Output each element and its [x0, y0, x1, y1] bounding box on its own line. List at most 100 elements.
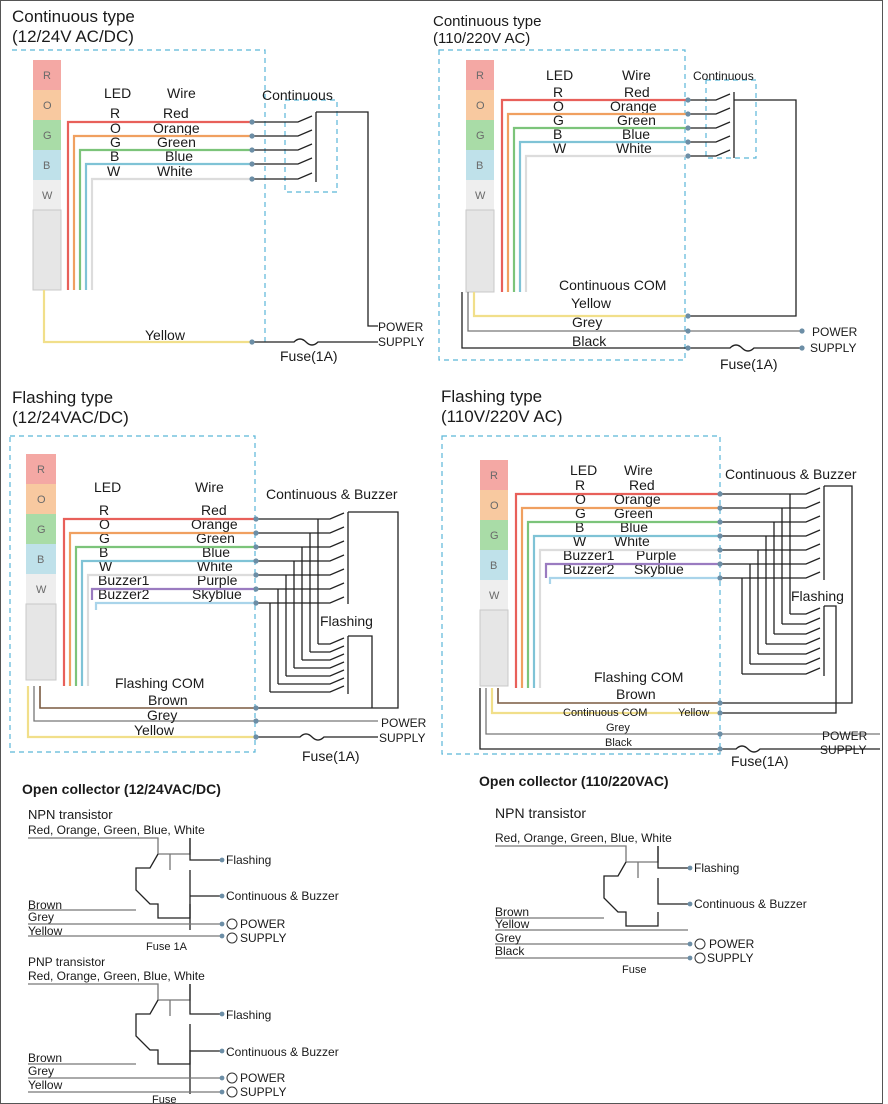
- wire-label: Yellow: [28, 1078, 63, 1092]
- wire-header: Wire: [624, 462, 653, 478]
- panel-continuous-hi: Continuous type (110/220V AC) R O G B W …: [433, 13, 858, 372]
- panel-title-line1: Continuous type: [12, 7, 135, 26]
- power-terminal-icon: [226, 918, 238, 930]
- lamp-label: O: [476, 100, 485, 112]
- tower-base: [479, 609, 509, 687]
- fuse-label: Fuse(1A): [302, 748, 360, 764]
- wire-grey-label: Grey: [572, 314, 602, 330]
- pnp-circuit-lo: PNP transistor Red, Orange, Green, Blue,…: [28, 955, 339, 1104]
- power-terminal-icon: [226, 1072, 238, 1084]
- switch-frame: [705, 79, 757, 159]
- wire-purple: [544, 562, 720, 578]
- led-code: O: [110, 120, 121, 136]
- panel-title-line2: (12/24V AC/DC): [12, 27, 134, 46]
- wire-label: Brown: [495, 905, 529, 919]
- wire-yellow-label: Yellow: [571, 295, 612, 311]
- transistor-label: PNP transistor: [28, 955, 105, 969]
- supply-label: SUPPLY: [240, 1085, 286, 1099]
- supply-label: SUPPLY: [820, 743, 866, 757]
- open-collector-lo: Open collector (12/24VAC/DC) NPN transis…: [22, 781, 339, 1104]
- wire-white: [538, 548, 720, 688]
- lamp-segment-orange: [466, 90, 494, 120]
- led-code: B: [99, 544, 108, 560]
- led-code: W: [107, 163, 121, 179]
- wire-label: Yellow: [28, 924, 63, 938]
- led-code: R: [553, 84, 563, 100]
- switch-label: Continuous & Buzzer: [725, 466, 857, 482]
- led-header: LED: [104, 85, 131, 101]
- wire-color-name: Red: [624, 84, 650, 100]
- wire-grey-label: Grey: [147, 707, 177, 723]
- wire-blue: [84, 162, 252, 290]
- power-label: POWER: [709, 937, 755, 951]
- led-code: G: [575, 505, 586, 521]
- lamp-segment-blue: [33, 150, 61, 180]
- led-header: LED: [94, 479, 121, 495]
- power-terminal-icon: [226, 1086, 238, 1098]
- switch-contacts: [253, 511, 399, 741]
- wire-color-name: Red: [629, 477, 655, 493]
- wire-table: R Red O Orange G Green B Blue W White Bu…: [563, 477, 684, 577]
- common-wire-label: Yellow: [145, 327, 186, 343]
- fuse-label: Fuse(1A): [720, 356, 778, 372]
- lamp-segment-white: [26, 574, 56, 604]
- lamp-label: R: [37, 464, 45, 476]
- flashing-output: Flashing: [694, 861, 739, 875]
- wire-grey: [33, 686, 378, 722]
- colored-wires: [26, 517, 378, 739]
- switch-label: Continuous: [693, 69, 754, 83]
- power-terminal-icon: [226, 932, 238, 944]
- continuous-output: Continuous & Buzzer: [226, 1045, 339, 1059]
- lamp-label: W: [475, 190, 486, 202]
- tower-base: [465, 209, 495, 293]
- wire-white: [86, 573, 256, 686]
- lamp-label: R: [43, 70, 51, 82]
- bus-label: Red, Orange, Green, Blue, White: [28, 823, 205, 837]
- panel-title-line1: Continuous type: [433, 13, 541, 30]
- colored-wires: [479, 492, 880, 753]
- wire-brown-label: Brown: [616, 686, 656, 702]
- wire-blue: [518, 140, 688, 292]
- supply-label: SUPPLY: [379, 731, 425, 745]
- lamp-segment-white: [33, 180, 61, 210]
- switch-contacts: [717, 485, 853, 752]
- led-code: W: [553, 140, 567, 156]
- wire-yellow: [472, 292, 688, 318]
- supply-label: SUPPLY: [240, 931, 286, 945]
- wire-label: Brown: [28, 1051, 62, 1065]
- wire-orange: [506, 112, 688, 292]
- switch-label: Continuous: [262, 87, 333, 103]
- supply-label: SUPPLY: [707, 951, 753, 965]
- wire-brown: [39, 686, 256, 709]
- lamp-label: B: [476, 160, 483, 172]
- switch-contacts: [249, 111, 378, 346]
- signal-tower: R O G B W: [25, 454, 57, 681]
- led-code: R: [575, 477, 585, 493]
- led-code: B: [110, 148, 119, 164]
- wire-label: Grey: [28, 1064, 54, 1078]
- wire-black: [479, 688, 880, 753]
- wire-white: [524, 154, 688, 292]
- dashed-frame: [438, 49, 686, 361]
- lamp-segment-green: [33, 120, 61, 150]
- wire-color-name: Orange: [153, 120, 200, 136]
- flash-label: Flashing: [791, 588, 844, 604]
- wire-blue: [80, 559, 256, 686]
- lamp-segment-green: [480, 520, 508, 550]
- transistor-label: NPN transistor: [495, 805, 586, 821]
- lamp-label: R: [490, 470, 498, 482]
- power-label: POWER: [240, 917, 286, 931]
- wire-label: Brown: [28, 898, 62, 912]
- wire-color-name: White: [157, 163, 193, 179]
- transistor-label: NPN transistor: [28, 807, 113, 822]
- lamp-label: W: [42, 190, 53, 202]
- wire-table: R Red O Orange G Green B Blue W White Bu…: [98, 502, 242, 602]
- wire-grey: [467, 292, 800, 332]
- lamp-label: G: [43, 130, 52, 142]
- panel-continuous-lo: Continuous type (12/24V AC/DC) R O G B W…: [12, 7, 424, 364]
- led-code: O: [553, 98, 564, 114]
- com-label: Continuous COM: [559, 277, 666, 293]
- wire-black: [461, 292, 800, 352]
- wire-color-name: Green: [617, 112, 656, 128]
